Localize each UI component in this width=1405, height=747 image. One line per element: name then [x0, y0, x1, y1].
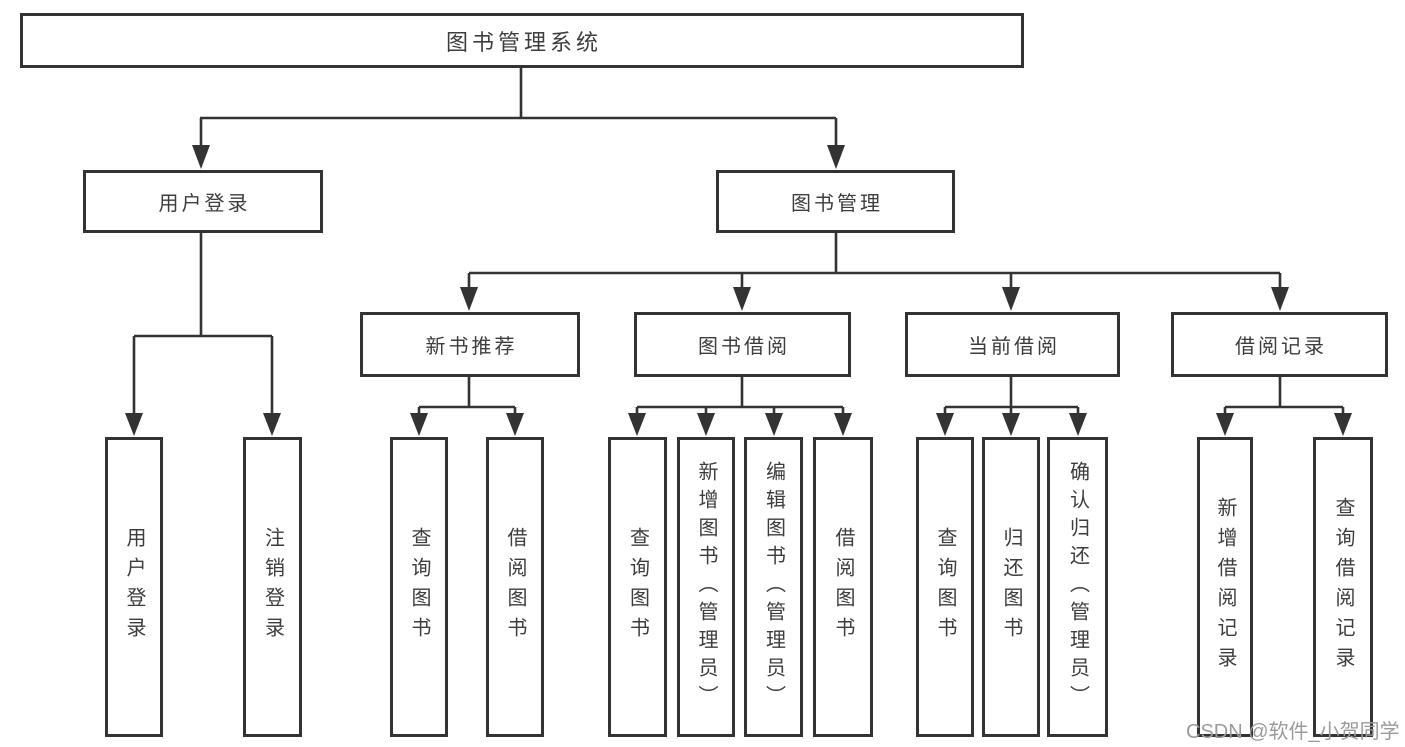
arrow-to-edit-books [765, 413, 783, 436]
node-label: 新增借阅记录 [1214, 497, 1236, 677]
node-borrowing-records: 借阅记录 [1171, 312, 1388, 377]
connector-book-management-to-level3 [467, 233, 1282, 295]
node-book-management: 图书管理 [716, 170, 955, 233]
node-search-books-current: 查询图书 [916, 437, 974, 737]
node-label: 确认归还（管理员） [1066, 461, 1089, 713]
node-label: 编辑图书（管理员） [762, 461, 785, 713]
arrow-to-book-borrow [733, 287, 751, 311]
arrow-to-confirm-return [1069, 413, 1087, 436]
node-label: 图书管理 [791, 193, 883, 215]
node-label: 新增图书（管理员） [695, 461, 717, 713]
node-logout-action: 注销登录 [243, 437, 302, 737]
arrow-to-book-management [827, 145, 845, 169]
arrow-to-logout-action [263, 413, 281, 436]
node-search-borrow-record: 查询借阅记录 [1313, 437, 1373, 737]
node-label: 用户登录 [123, 527, 145, 647]
arrow-to-new-book [460, 287, 478, 311]
arrow-to-search-books-2 [628, 413, 646, 436]
node-user-login: 用户登录 [83, 170, 323, 233]
arrow-to-current-borrow [1002, 287, 1020, 311]
arrow-to-borrow-records [1271, 287, 1289, 311]
arrow-to-borrow-books-2 [834, 413, 852, 436]
node-confirm-return-admin: 确认归还（管理员） [1047, 437, 1108, 737]
arrow-to-add-books [697, 413, 715, 436]
connector-new-book-to-children [417, 377, 517, 420]
node-new-book-recommendation: 新书推荐 [360, 312, 580, 377]
node-label: 当前借阅 [968, 336, 1060, 358]
node-search-books-borrow: 查询图书 [608, 437, 667, 737]
node-label: 归还图书 [1000, 527, 1022, 647]
arrow-to-search-borrow-record [1334, 413, 1352, 436]
arrowheads [125, 145, 1352, 436]
arrow-to-user-login [192, 145, 210, 169]
node-library-management-system: 图书管理系统 [20, 13, 1024, 68]
node-borrow-books-recommend: 借阅图书 [486, 437, 544, 737]
node-return-books: 归还图书 [982, 437, 1040, 737]
arrow-to-borrow-books-1 [506, 413, 524, 436]
arrow-to-search-books-1 [410, 413, 428, 436]
csdn-watermark: CSDN @软件_小贺同学 [1186, 721, 1400, 743]
node-label: 借阅图书 [504, 527, 526, 647]
node-current-borrowing: 当前借阅 [905, 312, 1120, 377]
node-search-books-recommend: 查询图书 [390, 437, 448, 737]
arrow-to-add-borrow-record [1216, 413, 1234, 436]
node-add-borrow-record: 新增借阅记录 [1197, 437, 1253, 737]
node-label: 借阅图书 [832, 527, 854, 647]
node-label: 新书推荐 [425, 336, 518, 358]
node-label: 查询借阅记录 [1332, 497, 1354, 677]
node-borrow-books-borrow: 借阅图书 [813, 437, 873, 737]
node-label: 查询图书 [626, 527, 649, 647]
arrow-to-search-books-3 [936, 413, 954, 436]
node-add-books-admin: 新增图书（管理员） [677, 437, 735, 737]
arrow-to-user-login-action [125, 413, 143, 436]
node-label: 查询图书 [934, 527, 956, 647]
node-label: 用户登录 [158, 193, 251, 215]
node-label: 借阅记录 [1235, 336, 1327, 358]
node-book-borrowing: 图书借阅 [634, 312, 851, 377]
connector-borrow-records-to-children [1223, 377, 1345, 420]
node-label: 查询图书 [408, 527, 430, 647]
node-user-login-action: 用户登录 [105, 437, 163, 737]
node-label: 图书借阅 [698, 336, 790, 358]
node-label: 注销登录 [261, 527, 284, 647]
connector-book-borrow-to-children [635, 377, 845, 420]
arrow-to-return-books [1002, 413, 1020, 436]
node-label: 图书管理系统 [445, 29, 602, 55]
connector-user-login-to-children [132, 233, 274, 420]
node-edit-books-admin: 编辑图书（管理员） [744, 437, 803, 737]
connector-root-to-level2 [199, 67, 838, 150]
